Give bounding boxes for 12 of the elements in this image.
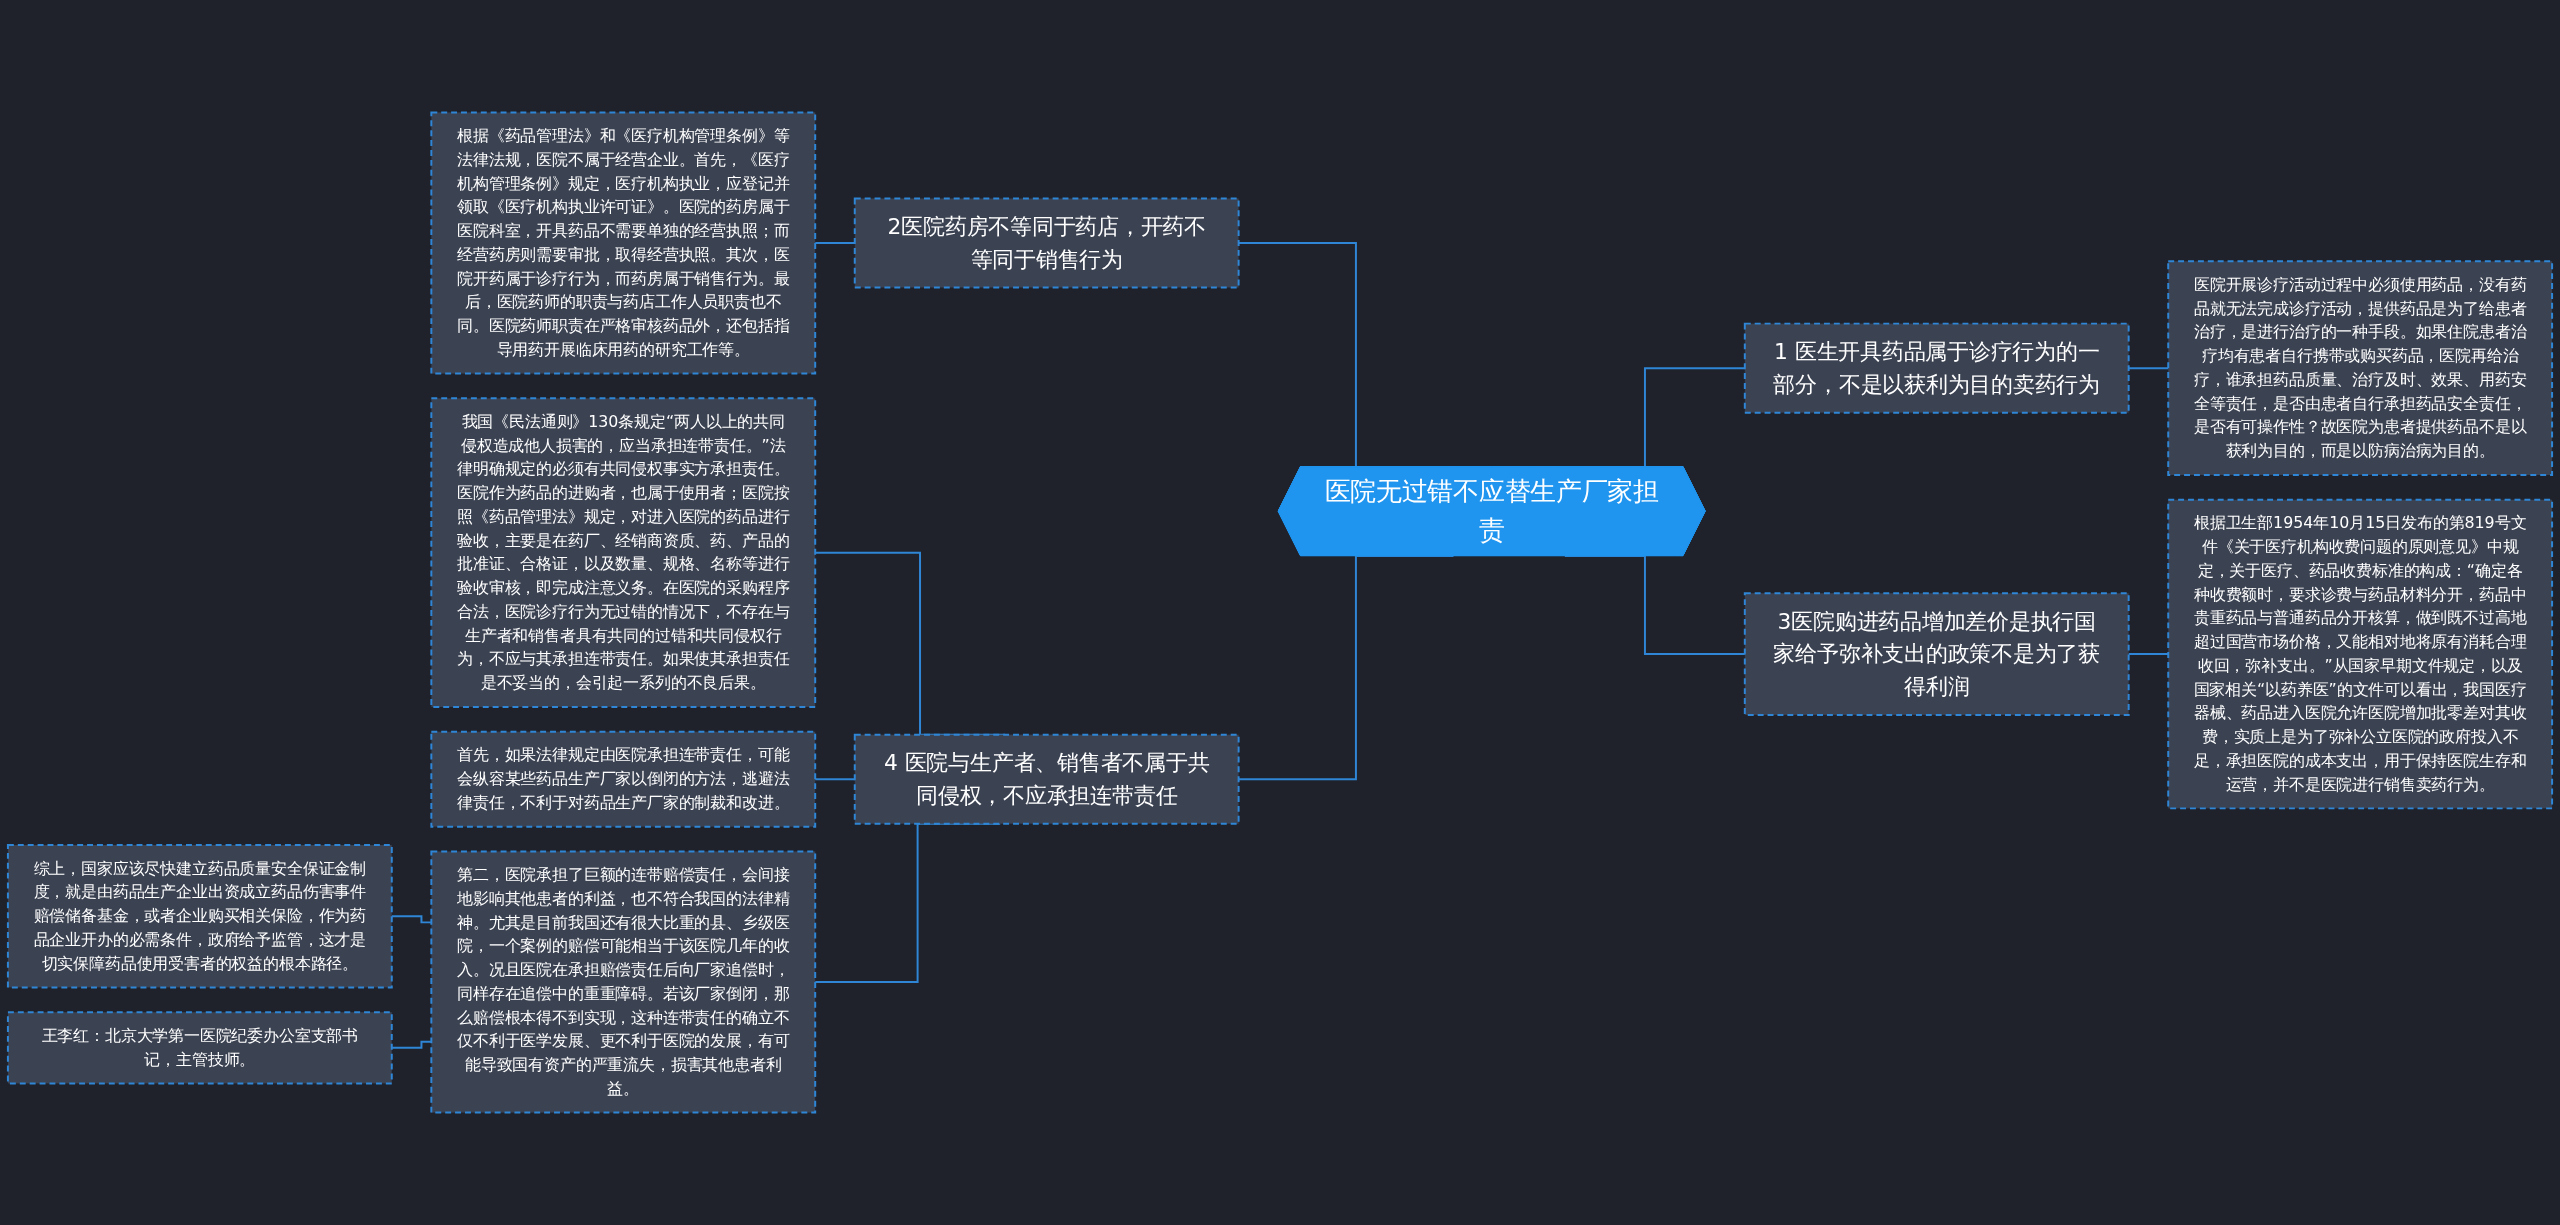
node-box: 根据卫生部1954年10月15日发布的第819号文件《关于医疗机构收费问题的原则意见》中规定，关于医疗、药品收费标准的构成：“确定各种收费额时，要求诊费与药品材料分开，药品中贵重药品与普通药品分开核算，做到既不过高地超过国营市场价格，又能相对地将原有消耗合理收回，弥补支出。”从国家早期文件规定，以及国家相关“以药养医”的文件可以看出，我国医疗器械、药品进入医院允许医院增加批零差对其收费，实质上是为了弥补公立医院的政府投入不足，承担医院的成本支出，用于保持医院生存和运营，并不是医院进行销售卖药行为。 bbox=[2167, 498, 2554, 810]
node-box: 综上，国家应该尽快建立药品质量安全保证金制度，就是由药品生产企业出资成立药品伤害事件赔偿储备基金，或者企业购买相关保险，作为药品企业开办的必需条件，政府给予监管，这才是切实保障药品使用受害者的权益的根本路径。 bbox=[6, 844, 393, 989]
node-box: 第二，医院承担了巨额的连带赔偿责任，会间接地影响其他患者的利益，也不符合我国的法律精神。尤其是目前我国还有很大比重的县、乡级医院，一个案例的赔偿可能相当于该医院几年的收入。况且医院在承担赔偿责任后向厂家追偿时，同样存在追偿中的重重障碍。若该厂家倒闭，那么赔偿根本得不到实现，这种连带责任的确立不仅不利于医学发展、更不利于医院的发展，有可能导致国有资产的严重流失，损害其他患者利益。 bbox=[430, 850, 817, 1114]
node-box: 2医院药房不等同于药店，开药不等同于销售行为 bbox=[853, 197, 1240, 289]
node-box: 根据《药品管理法》和《医疗机构管理条例》等法律法规，医院不属于经营企业。首先，《医疗机构管理条例》规定，医疗机构执业，应登记并领取《医疗机构执业许可证》。医院的药房属于医院科室，开具药品不需要单独的经营执照；而经营药房则需要审批，取得经营执照。其次，医院开药属于诊疗行为，而药房属于销售行为。最后，医院药师的职责与药店工作人员职责也不同。医院药师职责在严格审核药品外，还包括指导用药开展临床用药的研究工作等。 bbox=[430, 111, 817, 375]
node-box: 1 医生开具药品属于诊疗行为的一部分，不是以获利为目的卖药行为 bbox=[1743, 322, 2130, 414]
node-box: 3医院购进药品增加差价是执行国家给予弥补支出的政策不是为了获得利润 bbox=[1743, 592, 2130, 716]
node-box: 首先，如果法律规定由医院承担连带责任，可能会纵容某些药品生产厂家以倒闭的方法，逃避法律责任，不利于对药品生产厂家的制裁和改进。 bbox=[430, 730, 817, 828]
node-box: 我国《民法通则》130条规定“两人以上的共同侵权造成他人损害的，应当承担连带责任。”法律明确规定的必须有共同侵权事实方承担责任。医院作为药品的进购者，也属于使用者；医院按照《药品管理法》规定，对进入医院的药品进行验收，主要是在药厂、经销商资质、药、产品的批准证、合格证，以及数量、规格、名称等进行验收审核，即完成注意义务。在医院的采购程序合法，医院诊疗行为无过错的情况下，不存在与生产者和销售者具有共同的过错和共同侵权行为，不应与其承担连带责任。如果使其承担责任是不妥当的，会引起一系列的不良后果。 bbox=[430, 397, 817, 708]
node-box: 医院开展诊疗活动过程中必须使用药品，没有药品就无法完成诊疗活动，提供药品是为了给患者治疗，是进行治疗的一种手段。如果住院患者治疗均有患者自行携带或购买药品，医院再给治疗，谁承担药品质量、治疗及时、效果、用药安全等责任，是否由患者自行承担药品安全责任，是否有可操作性？故医院为患者提供药品不是以获利为目的，而是以防病治病为目的。 bbox=[2167, 260, 2554, 476]
node-box: 4 医院与生产者、销售者不属于共同侵权，不应承担连带责任 bbox=[853, 733, 1240, 825]
node-box: 王李红：北京大学第一医院纪委办公室支部书记，主管技师。 bbox=[6, 1011, 393, 1085]
